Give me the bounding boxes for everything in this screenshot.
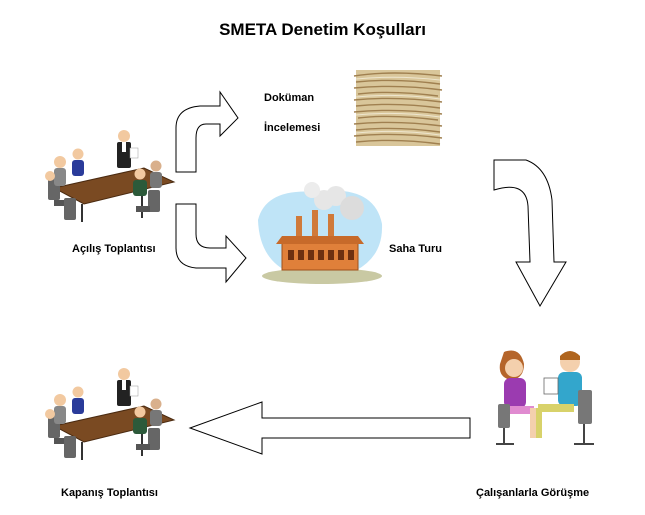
document-stack-illustration [353,70,443,146]
document-review-label-line2: İncelemesi [264,122,321,134]
opening-meeting-label: Açılış Toplantısı [72,243,156,255]
worker-interviews-label: Çalışanlarla Görüşme [476,487,590,499]
interview-illustration [496,350,594,445]
arrow-to-site-tour [175,203,247,284]
site-tour-label: Saha Turu [389,243,442,255]
closing-meeting-label: Kapanış Toplantısı [61,487,158,499]
arrow-to-worker-interviews [493,159,567,308]
document-review-label-line1: Doküman [264,92,315,104]
diagram-title: SMETA Denetim Koşulları [219,20,426,39]
arrow-to-closing-meeting [188,401,471,455]
closing-meeting-illustration [44,367,175,461]
arrow-to-document-review [175,90,239,173]
opening-meeting-illustration [44,129,175,223]
factory-illustration [258,182,383,284]
